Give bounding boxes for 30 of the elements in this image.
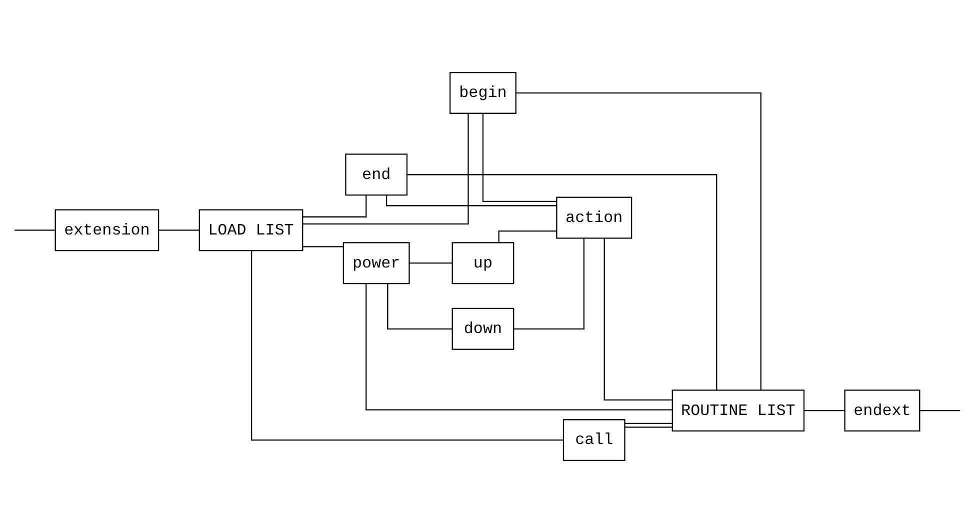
connector [366, 283, 672, 410]
node-box: action [556, 196, 632, 238]
node-box: call [562, 418, 626, 461]
connector [303, 112, 469, 224]
node-box: down [452, 307, 514, 350]
node-box: ROUTINE LIST [672, 389, 805, 432]
connector [410, 262, 452, 264]
connector [604, 238, 672, 400]
node-box: LOAD LIST [198, 208, 304, 251]
connector [302, 246, 344, 247]
connector [302, 194, 367, 217]
connector [158, 229, 200, 230]
node-box: up [452, 242, 514, 284]
connector [514, 238, 584, 329]
connector [920, 409, 960, 411]
connector [625, 426, 672, 428]
connector [804, 409, 844, 411]
connector [625, 422, 672, 424]
node-box: end [345, 153, 408, 196]
node-box: endext [844, 389, 920, 432]
connector [251, 250, 564, 440]
connector [386, 194, 557, 206]
connector [407, 174, 718, 390]
connector [482, 113, 556, 202]
connector [516, 92, 762, 390]
node-box: begin [450, 71, 516, 114]
connector [14, 229, 55, 230]
node-box: power [342, 242, 410, 284]
node-box: extension [54, 208, 160, 251]
connector [387, 283, 452, 329]
